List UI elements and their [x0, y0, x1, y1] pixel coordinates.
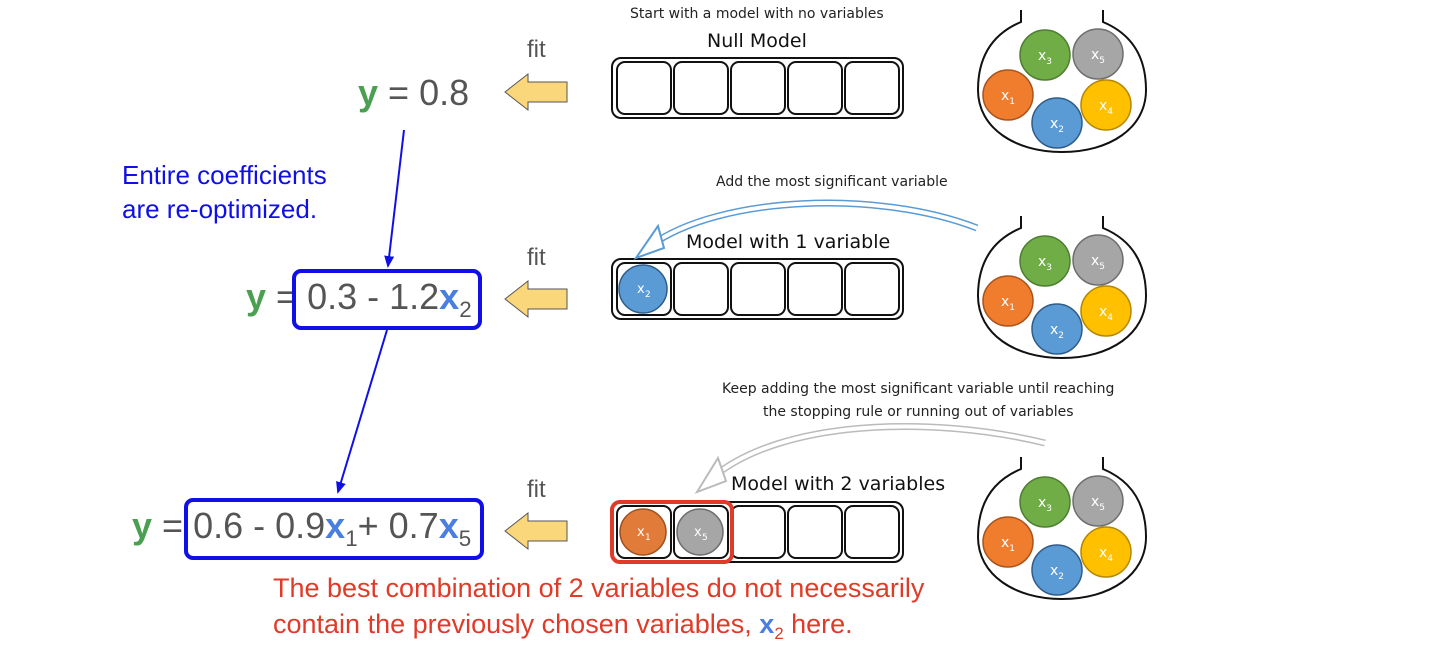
eq3-x1: x1 — [325, 505, 358, 551]
slot-ball-x2 — [618, 264, 668, 314]
svg-text:1: 1 — [645, 533, 651, 543]
bag2-ball-x4 — [1080, 285, 1132, 337]
bag2-x5-label: x5 — [1091, 253, 1105, 272]
eq1-value: 0.8 — [419, 72, 470, 113]
bag3-x4-label: x4 — [1099, 545, 1113, 564]
bag1-ball-x2 — [1031, 97, 1083, 149]
slot-ball-x1 — [619, 508, 667, 556]
bag3-ball-x1 — [982, 516, 1034, 568]
eq2-equals: = — [266, 276, 308, 317]
svg-text:x: x — [637, 282, 645, 297]
bag3-x2-label: x2 — [1050, 563, 1064, 582]
bag1-x1-label: x1 — [1001, 88, 1015, 107]
chosen-pair-highlight — [610, 500, 734, 564]
svg-text:5: 5 — [702, 533, 708, 543]
bag2-ball-x2 — [1031, 303, 1083, 355]
bag3-x5-label: x5 — [1091, 494, 1105, 513]
equation-model-2: y = 0.6 - 0.9x1+ 0.7x5 — [132, 505, 471, 552]
step1-title: Null Model — [707, 30, 807, 52]
fit-arrow-3 — [504, 511, 568, 551]
null-model-slots — [611, 57, 904, 119]
blue-note-line1: Entire coefficients — [122, 160, 327, 190]
step3-title: Model with 2 variables — [731, 473, 946, 495]
bag2-ball-x3 — [1019, 235, 1071, 287]
bag1-ball-x4 — [1080, 79, 1132, 131]
step2-caption: Add the most significant variable — [716, 174, 948, 190]
fit-label-3: fit — [527, 476, 546, 503]
eq3-y: y — [132, 505, 153, 546]
red-note-line1: The best combination of 2 variables do n… — [273, 573, 925, 603]
step3-caption-line2: the stopping rule or running out of vari… — [763, 404, 1074, 420]
red-note-x2: x2 — [759, 609, 784, 643]
equation-model-1: y = 0.3 - 1.2x2 — [246, 276, 472, 323]
variable-bag-2 — [976, 216, 1148, 360]
eq2-x2: x2 — [439, 276, 472, 322]
slot-ball-x5 — [676, 508, 724, 556]
bag2-x2-label: x2 — [1050, 322, 1064, 341]
equation-box-1 — [292, 269, 482, 330]
bag2-x3-label: x3 — [1038, 254, 1052, 273]
eq3-plus-term: + 0.7 — [357, 505, 439, 546]
eq3-equals: = — [152, 505, 194, 546]
equation-null-model: y = 0.8 — [358, 72, 469, 114]
step1-caption: Start with a model with no variables — [630, 6, 884, 22]
bag-ball-labels: x3 x5 x1 x4 x2 x3 x5 x1 x4 x2 x3 x5 x1 x… — [1001, 47, 1113, 582]
red-note-line2: contain the previously chosen variables,… — [273, 609, 853, 643]
equation-box-2 — [184, 498, 484, 560]
red-note: The best combination of 2 variables do n… — [273, 570, 924, 652]
fit-arrow-1 — [504, 72, 568, 112]
fit-label-2: fit — [527, 244, 546, 271]
svg-text:x: x — [694, 525, 702, 540]
eq1-equals: = — [378, 72, 420, 113]
bag3-x1-label: x1 — [1001, 535, 1015, 554]
eq3-x5: x5 — [438, 505, 472, 551]
blue-note-line2: are re-optimized. — [122, 194, 318, 224]
step2-title: Model with 1 variable — [686, 231, 891, 253]
bag3-ball-x3 — [1019, 476, 1071, 528]
bag2-x1-label: x1 — [1001, 294, 1015, 313]
reoptimize-arrows — [336, 129, 405, 494]
bag3-ball-x4 — [1080, 526, 1132, 578]
svg-text:2: 2 — [645, 290, 651, 300]
variable-bag-3 — [976, 457, 1148, 601]
eq1-y: y — [358, 72, 379, 113]
selection-arrow-1 — [633, 199, 979, 260]
fit-label-1: fit — [527, 36, 546, 63]
eq3-coefficients: 0.6 - 0.9 — [193, 505, 326, 546]
bag2-ball-x1 — [982, 275, 1034, 327]
bag1-ball-x3 — [1019, 29, 1071, 81]
blue-arrow-1 — [384, 129, 405, 268]
blue-note: Entire coefficients are re-optimized. — [122, 158, 327, 226]
bag3-ball-x2 — [1031, 544, 1083, 596]
bag1-ball-x1 — [982, 69, 1034, 121]
bag2-x4-label: x4 — [1099, 304, 1113, 323]
selection-arrow-2 — [694, 422, 1046, 494]
bag1-x5-label: x5 — [1091, 47, 1105, 66]
fit-arrow-2 — [504, 279, 568, 319]
bag3-ball-x5 — [1072, 475, 1124, 527]
bag3-x3-label: x3 — [1038, 495, 1052, 514]
bag1-x4-label: x4 — [1099, 98, 1113, 117]
bag1-x2-label: x2 — [1050, 116, 1064, 135]
eq2-y: y — [246, 276, 267, 317]
bag1-ball-x5 — [1072, 28, 1124, 80]
step3-caption-line1: Keep adding the most significant variabl… — [722, 381, 1115, 397]
bag2-ball-x5 — [1072, 234, 1124, 286]
eq2-coefficients: 0.3 - 1.2 — [307, 276, 440, 317]
variable-bag-1 — [976, 10, 1148, 154]
svg-text:x: x — [637, 525, 645, 540]
blue-arrow-2 — [336, 329, 388, 494]
bag1-x3-label: x3 — [1038, 48, 1052, 67]
